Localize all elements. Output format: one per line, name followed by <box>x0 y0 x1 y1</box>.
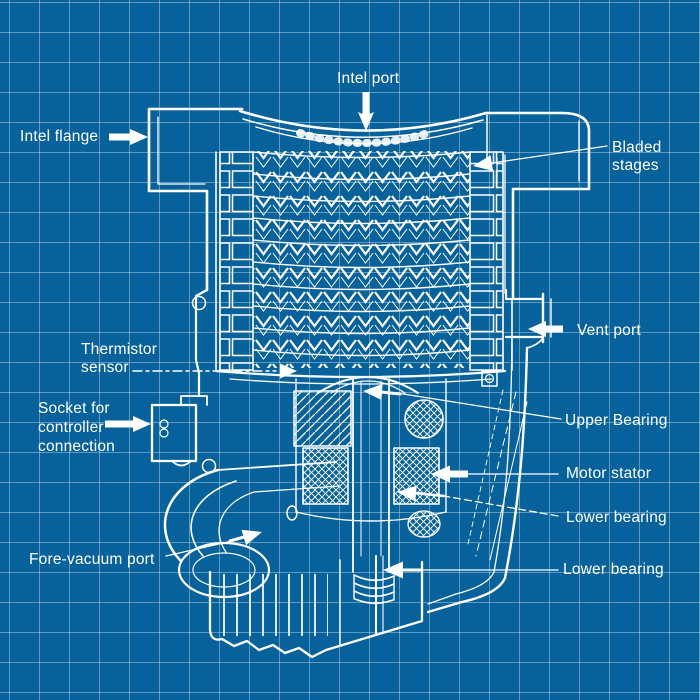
label-thermistor-line2: sensor <box>81 359 129 376</box>
thermistor-leader <box>132 363 297 379</box>
label-bladed-stages: Bladed stages <box>612 139 661 175</box>
lower-bearing-bottom-arrow-icon <box>383 561 403 579</box>
label-bladed-stages-line1: Bladed <box>612 139 662 156</box>
upper-bearing-hatch <box>404 399 444 439</box>
thermistor-arrow-icon <box>280 363 297 379</box>
intel-flange-arrow-icon <box>109 129 148 145</box>
label-motor-stator: Motor stator <box>566 465 652 482</box>
label-thermistor-sensor: Thermistor sensor <box>81 341 157 377</box>
stator-spacer-column-right <box>469 151 504 371</box>
inlet-lip <box>238 109 488 147</box>
bladed-stage-stack <box>215 151 506 372</box>
label-intel-port: Intel port <box>337 70 400 87</box>
label-bladed-stages-line2: stages <box>612 157 659 174</box>
stator-winding-left <box>302 447 349 505</box>
motor-section <box>293 376 447 538</box>
upper-bearing-leader <box>363 384 562 420</box>
label-thermistor-line1: Thermistor <box>81 341 158 358</box>
label-vent-port: Vent port <box>577 322 641 339</box>
left-body-wall <box>191 288 217 474</box>
label-socket-line3: connection <box>38 438 115 455</box>
bladed-stages-arrow-icon <box>473 155 494 171</box>
right-body-wall <box>426 299 544 614</box>
blade-chevrons <box>253 151 470 368</box>
wiring-hatch <box>293 390 352 447</box>
label-socket-line2: controller <box>38 419 104 436</box>
label-lower-bearing-bottom: Lower bearing <box>563 561 664 578</box>
label-intel-flange: Intel flange <box>20 128 99 145</box>
lower-winding-hatch <box>407 510 441 538</box>
lower-bearing-bottom-leader <box>383 561 559 579</box>
bladed-stages-leader <box>473 145 608 171</box>
label-upper-bearing: Upper Bearing <box>565 412 668 429</box>
lower-bearing-mid-arrow-icon <box>397 485 417 502</box>
upper-bearing-arrow-icon <box>363 384 383 400</box>
stage-bottom-band <box>214 369 507 387</box>
label-lower-bearing-mid: Lower bearing <box>566 509 667 526</box>
rotor-shaft <box>352 378 390 573</box>
vent-port-arrow-icon <box>528 321 563 337</box>
lower-bearing-mid-leader <box>397 485 559 517</box>
socket-arrow-icon <box>105 416 151 432</box>
label-socket-for-controller-connection: Socket for controller connection <box>38 399 115 456</box>
controller-socket <box>150 395 208 467</box>
inlet-flange-left <box>147 107 244 292</box>
base-block <box>208 555 424 659</box>
motor-stator-arrow-icon <box>431 465 468 483</box>
label-fore-vacuum-port: Fore-vacuum port <box>29 551 155 568</box>
lower-bearing-rings <box>353 574 395 605</box>
motor-stator-leader <box>431 465 559 483</box>
fore-vacuum-arrow-icon <box>241 529 262 546</box>
fore-vacuum-leader <box>165 529 262 557</box>
label-socket-line1: Socket for <box>38 400 110 417</box>
intel-port-arrow-icon <box>358 92 374 131</box>
stator-spacer-column-left <box>219 151 254 371</box>
